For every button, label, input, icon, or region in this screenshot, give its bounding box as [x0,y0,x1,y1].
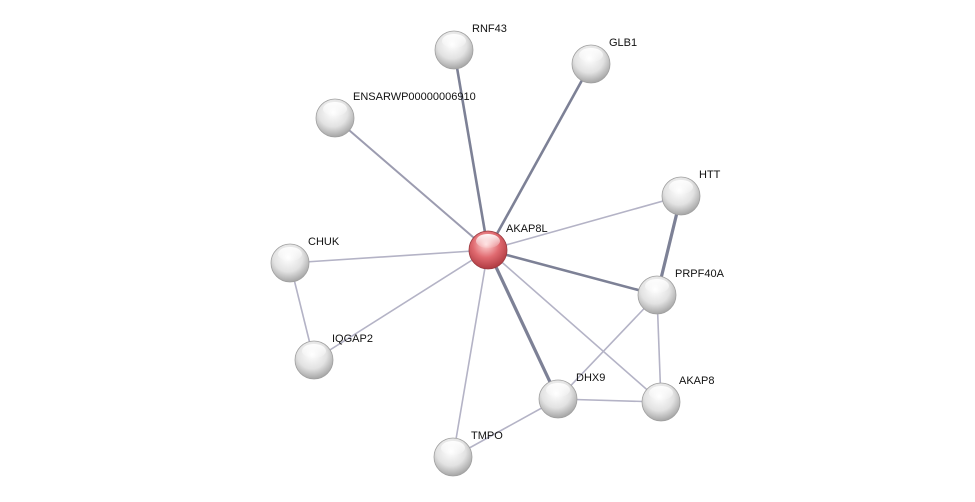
edge-prpf40a-dhx9[interactable] [557,294,658,400]
node-label: HTT [699,169,721,181]
node-highlight [302,344,326,358]
node-akap8[interactable]: AKAP8 [641,375,714,422]
edge-akap8l-ensarwp[interactable] [334,117,489,251]
node-highlight [649,386,673,400]
node-label: RNF43 [472,23,507,35]
node-prpf40a[interactable]: PRPF40A [637,268,725,315]
node-glb1[interactable]: GLB1 [571,37,637,84]
node-htt[interactable]: HTT [661,169,721,216]
edge-akap8l-akap8[interactable] [487,249,662,403]
edge-akap8l-glb1[interactable] [486,63,593,251]
edge-akap8l-prpf40a[interactable] [487,248,658,297]
node-label: GLB1 [609,37,637,49]
edge-akap8l-rnf43[interactable] [452,49,490,251]
edge-akap8l-iqgap2[interactable] [313,249,489,361]
edge-akap8l-htt[interactable] [487,195,682,251]
node-ensarwp[interactable]: ENSARWP00000006910 [315,91,476,138]
node-label: DHX9 [576,372,605,384]
node-label: IQGAP2 [332,333,373,345]
edge-akap8l-tmpo[interactable] [452,249,489,458]
node-label: PRPF40A [675,268,725,280]
node-label: AKAP8 [679,375,714,387]
node-label: AKAP8L [506,223,548,235]
node-highlight [546,383,570,397]
node-highlight [579,48,603,62]
edge-akap8l-dhx9[interactable] [486,249,560,400]
node-label: CHUK [308,236,340,248]
node-highlight [278,247,302,261]
node-label: ENSARWP00000006910 [353,91,476,103]
edge-akap8l-chuk[interactable] [289,249,489,264]
node-rnf43[interactable]: RNF43 [434,23,507,70]
node-dhx9[interactable]: DHX9 [538,372,605,419]
node-tmpo[interactable]: TMPO [433,430,503,477]
node-highlight [323,102,347,116]
node-label: TMPO [471,430,503,442]
node-iqgap2[interactable]: IQGAP2 [294,333,373,380]
node-akap8l[interactable]: AKAP8L [468,223,548,270]
node-chuk[interactable]: CHUK [270,236,340,283]
node-highlight [441,441,465,455]
edge-dhx9-tmpo[interactable] [452,398,559,458]
node-highlight [669,180,693,194]
node-highlight [442,34,466,48]
node-highlight [476,234,500,248]
node-highlight [645,279,669,293]
